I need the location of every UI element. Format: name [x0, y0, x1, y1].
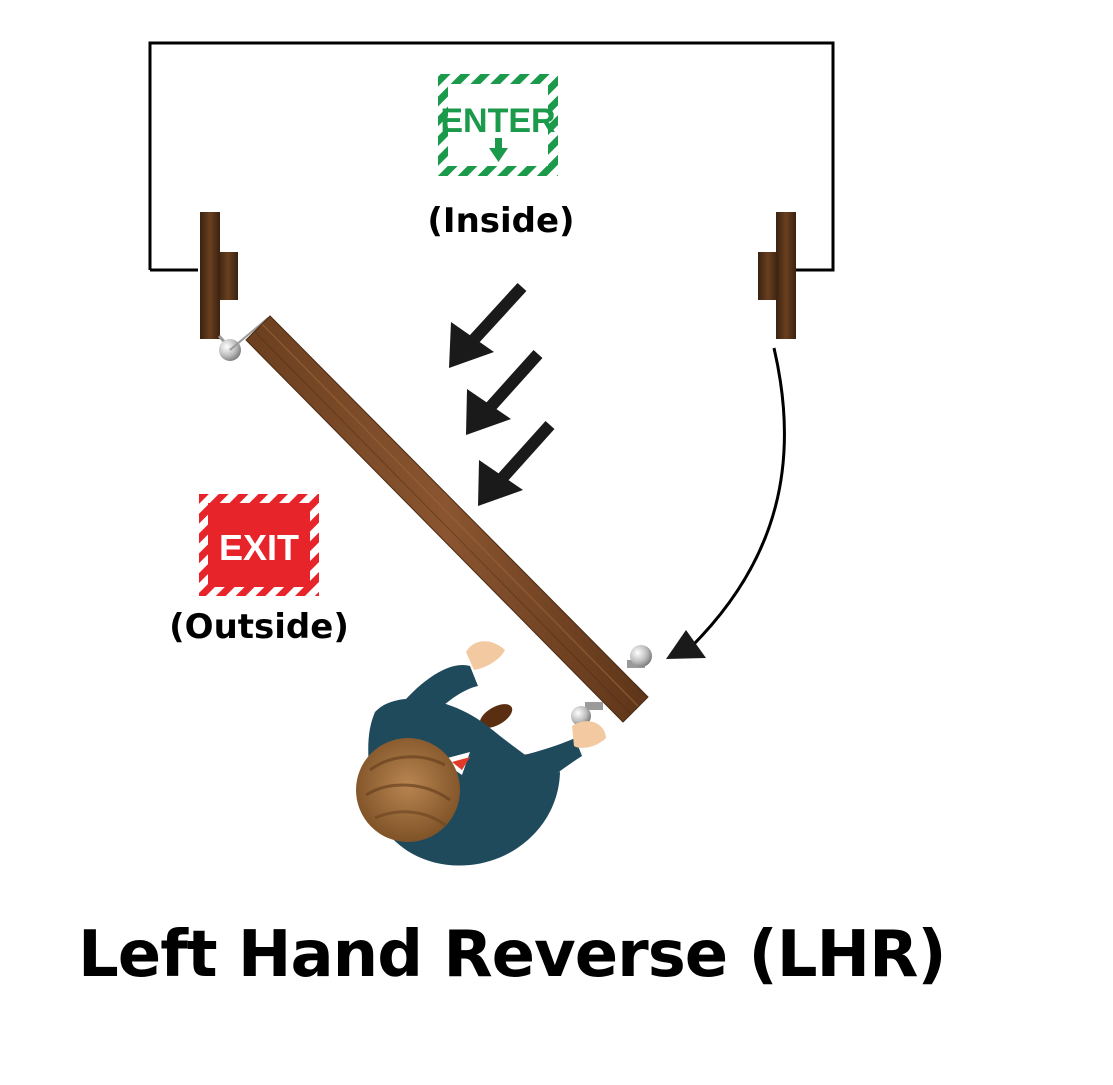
push-arrow-icon: [449, 282, 527, 368]
person-topdown-icon: [356, 641, 606, 866]
hinge-icon: [217, 317, 269, 361]
down-arrow-icon: [489, 138, 508, 162]
exit-sign-text: EXIT: [219, 527, 299, 568]
swing-arrow-icon: [666, 347, 786, 659]
page-title: Left Hand Reverse (LHR): [78, 918, 947, 992]
exit-label: (Outside): [169, 607, 349, 647]
wall-outline: [148, 41, 835, 272]
enter-label: (Inside): [427, 201, 574, 241]
left-door-frame: [200, 212, 238, 339]
door-slab: [245, 315, 649, 723]
right-door-frame: [758, 212, 796, 339]
enter-sign-text: ENTER: [440, 102, 555, 140]
push-arrow-icon: [478, 420, 555, 506]
push-arrow-icon: [466, 349, 543, 435]
enter-sign-icon: ENTER: [438, 74, 558, 176]
exit-sign-icon: EXIT: [199, 494, 319, 596]
doorknob-icon: [571, 645, 652, 726]
